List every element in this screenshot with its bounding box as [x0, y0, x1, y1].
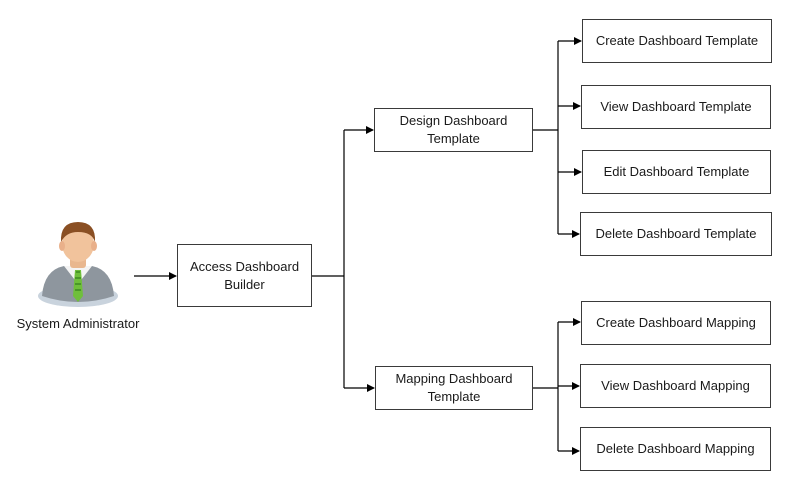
box-label-line: Access Dashboard	[189, 258, 300, 274]
edit-dashboard-template-box: Edit Dashboard Template	[582, 150, 771, 194]
delete-dashboard-template-box: Delete Dashboard Template	[580, 212, 772, 256]
box-label: View Dashboard Template	[600, 99, 752, 114]
view-dashboard-mapping-box: View Dashboard Mapping	[580, 364, 771, 408]
view-dashboard-template-box: View Dashboard Template	[581, 85, 771, 129]
box-label-line: Template	[427, 389, 481, 404]
design-dashboard-template-box: Design Dashboard Template	[374, 108, 533, 152]
box-label: Create Dashboard Mapping	[596, 315, 756, 330]
box-label: Delete Dashboard Mapping	[596, 441, 755, 456]
box-label-line: Template	[427, 131, 480, 146]
box-label-line: Builder	[224, 276, 265, 292]
create-dashboard-mapping-box: Create Dashboard Mapping	[581, 301, 771, 345]
mapping-dashboard-template-box: Mapping Dashboard Template	[375, 366, 533, 410]
create-dashboard-template-box: Create Dashboard Template	[582, 19, 772, 63]
box-label-line: Design Dashboard	[399, 113, 508, 128]
box-label: Edit Dashboard Template	[603, 164, 750, 179]
actor-label: System Administrator	[16, 316, 140, 331]
delete-dashboard-mapping-box: Delete Dashboard Mapping	[580, 427, 771, 471]
access-dashboard-builder-box: Access Dashboard Builder	[177, 244, 312, 307]
user-admin-icon	[30, 212, 126, 312]
box-label: Create Dashboard Template	[595, 33, 759, 48]
box-label-line: Mapping Dashboard	[395, 371, 513, 386]
box-label: Delete Dashboard Template	[595, 226, 757, 241]
box-label: View Dashboard Mapping	[601, 378, 750, 393]
